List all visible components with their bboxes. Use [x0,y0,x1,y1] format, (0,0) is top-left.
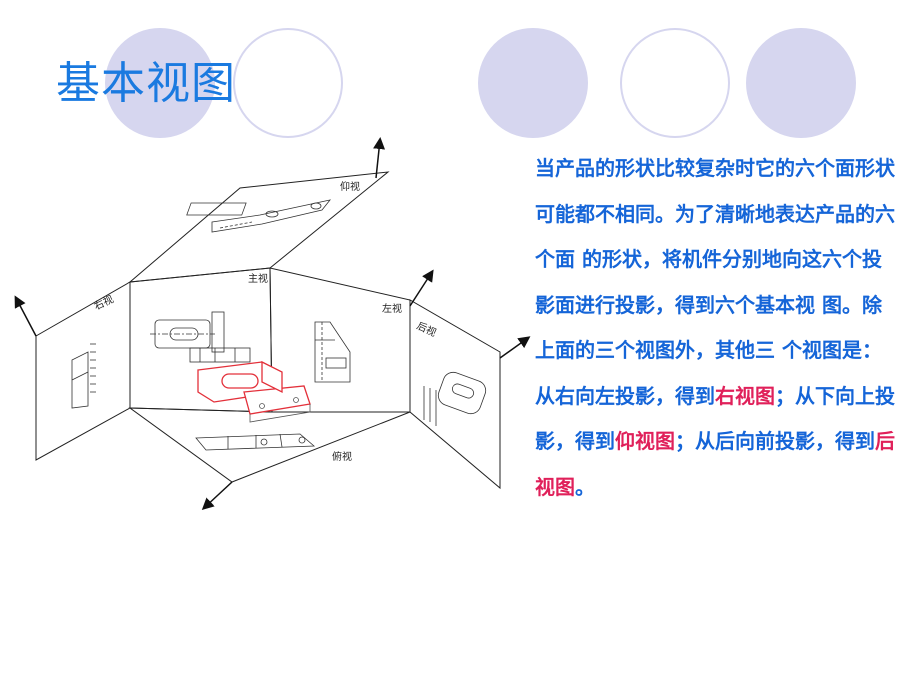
slide-title: 基本视图 [56,58,236,109]
label-back: 后视 [415,319,439,339]
label-left-panel: 左视 [382,302,402,315]
description-text: 当产品的形状比较复杂时它的六个面形状可能都不相同。为了清晰地表达产品的六个面 的… [535,146,895,510]
decor-circle-1 [105,28,215,138]
highlight-bottom-view: 仰视图 [615,429,675,453]
bottom-panel [128,407,411,483]
highlight-right-view: 右视图 [715,383,775,408]
decor-circle-4 [620,28,730,138]
highlight-back-view: 后视图 [535,429,895,499]
label-right-panel: 右视 [92,292,116,312]
label-top: 仰视 [340,180,360,193]
text-segment-3: ；从后向前投影，得到 [675,429,875,453]
back-view-panel [409,299,501,490]
label-bottom: 俯视 [332,450,352,463]
label-front: 主视 [248,272,268,285]
decor-circle-5 [746,28,856,138]
right-view-panel [35,281,131,461]
projection-diagram: 仰视 主视 右视 左视 后视 俯视 [14,137,531,511]
text-segment-1: 当产品的形状比较复杂时它的六个面形状可能都不相同。为了清晰地表达产品的六个面 的… [535,156,895,408]
text-segment-2: ；从下向上投影，得到 [535,383,895,454]
text-segment-4: 。 [575,474,595,499]
decor-circle-2 [233,28,343,138]
decor-circle-3 [478,28,588,138]
